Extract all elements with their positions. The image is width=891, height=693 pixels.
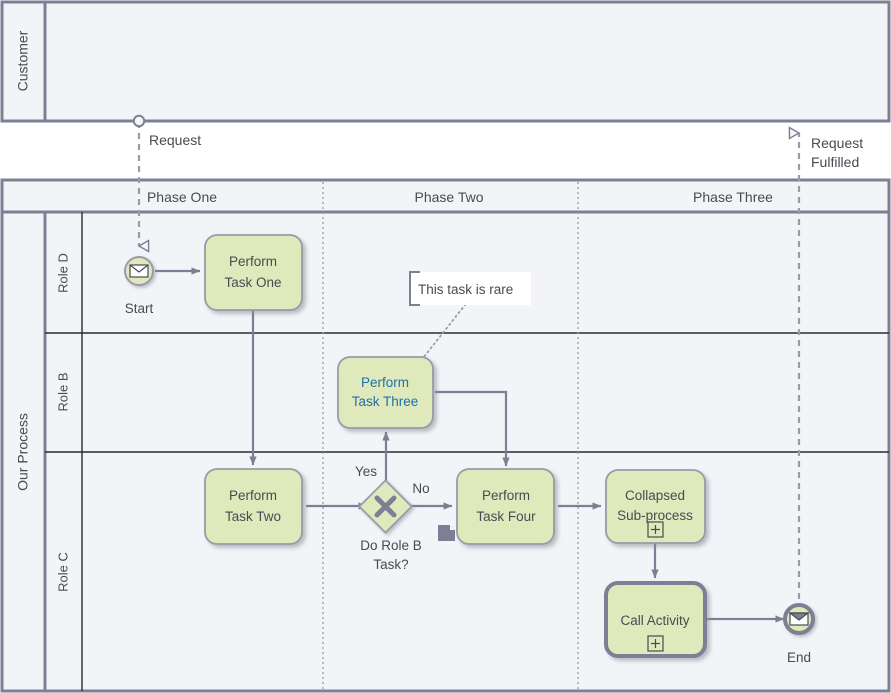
message-flow-request: Request bbox=[132, 114, 201, 246]
sequence-flows bbox=[155, 267, 785, 623]
annotation-rare-text: This task is rare bbox=[418, 282, 513, 297]
event-end-label: End bbox=[787, 650, 811, 665]
task-one-label-line1: Perform bbox=[229, 254, 277, 269]
message-flow-fulfilled-label-1: Request bbox=[811, 135, 863, 151]
phase-label-one: Phase One bbox=[147, 189, 217, 205]
sub-process-label-line1: Collapsed bbox=[625, 488, 685, 503]
message-flow-request-fulfilled: Request Fulfilled bbox=[799, 133, 863, 610]
gateway-do-role-b-task[interactable]: Do Role B Task? bbox=[358, 479, 422, 572]
call-activity-expand-plus-icon[interactable] bbox=[647, 635, 664, 652]
phase-header-band: Phase One Phase Two Phase Three bbox=[0, 178, 891, 214]
call-activity-label: Call Activity bbox=[620, 613, 689, 628]
pool-customer-label: Customer bbox=[15, 30, 31, 91]
message-envelope-icon bbox=[129, 264, 149, 278]
event-start-label: Start bbox=[125, 301, 154, 316]
task-two-label-line1: Perform bbox=[229, 488, 277, 503]
task-two-label-line2: Task Two bbox=[225, 509, 281, 524]
pool-our-process-label: Our Process bbox=[15, 413, 31, 491]
gateway-label-line1: Do Role B bbox=[360, 538, 422, 553]
flow-label-yes: Yes bbox=[355, 464, 377, 479]
message-envelope-filled-icon bbox=[788, 612, 810, 626]
lane-label-role-b: Role B bbox=[55, 372, 70, 411]
task-perform-task-three[interactable]: Perform Task Three bbox=[337, 356, 434, 429]
annotation-rare: This task is rare bbox=[409, 271, 531, 373]
event-start[interactable]: Start bbox=[124, 256, 154, 316]
gateway-label-line2: Task? bbox=[373, 557, 408, 572]
flow-task-three-to-task-four bbox=[435, 390, 510, 467]
message-flow-fulfilled-label-2: Fulfilled bbox=[811, 154, 859, 170]
task-call-activity[interactable]: Call Activity bbox=[604, 581, 707, 658]
sub-process-expand-plus-icon[interactable] bbox=[647, 521, 664, 538]
task-three-label-line1: Perform bbox=[361, 375, 409, 390]
task-perform-task-four[interactable]: Perform Task Four bbox=[456, 468, 555, 545]
event-end[interactable]: End bbox=[783, 603, 815, 665]
flow-label-no: No bbox=[412, 481, 429, 496]
task-one-label-line2: Task One bbox=[224, 275, 281, 290]
phase-label-three: Phase Three bbox=[693, 189, 773, 205]
pool-customer: Customer bbox=[0, 0, 891, 123]
sub-process-label-line2: Sub-process bbox=[617, 508, 693, 523]
task-three-label-line2: Task Three bbox=[352, 394, 419, 409]
task-perform-task-one[interactable]: Perform Task One bbox=[204, 234, 303, 311]
task-perform-task-two[interactable]: Perform Task Two bbox=[204, 468, 303, 545]
exclusive-gateway-x-icon bbox=[374, 495, 397, 518]
lane-label-role-c: Role C bbox=[55, 552, 70, 592]
task-four-label-line1: Perform bbox=[482, 488, 530, 503]
phase-label-two: Phase Two bbox=[414, 189, 483, 205]
message-flow-request-label: Request bbox=[149, 132, 201, 148]
data-object-icon[interactable] bbox=[438, 525, 455, 541]
task-collapsed-sub-process[interactable]: Collapsed Sub-process bbox=[605, 469, 706, 544]
task-four-label-line2: Task Four bbox=[476, 509, 536, 524]
lane-label-role-d: Role D bbox=[55, 253, 70, 293]
